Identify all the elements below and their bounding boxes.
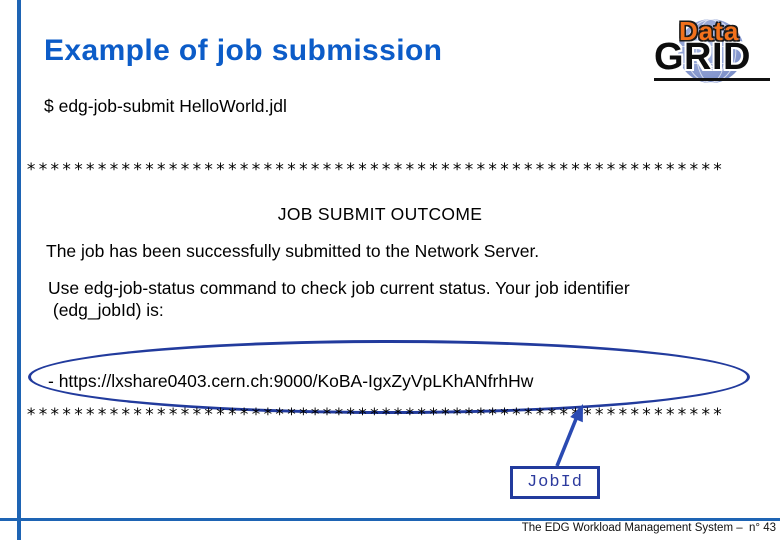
jobid-label: JobId bbox=[526, 473, 583, 492]
logo-grid-text: GRID bbox=[654, 36, 751, 78]
asterisk-separator-top: ****************************************… bbox=[26, 160, 725, 180]
globe-parallel-line bbox=[679, 45, 742, 47]
globe-parallel-line bbox=[679, 62, 742, 64]
slide-footer-text: The EDG Workload Management System – n° … bbox=[521, 522, 776, 534]
globe-icon bbox=[678, 19, 744, 83]
slide-title: Example of job submission bbox=[44, 34, 443, 67]
submission-status-text: The job has been successfully submitted … bbox=[46, 241, 540, 261]
job-submit-outcome-heading: JOB SUBMIT OUTCOME bbox=[277, 204, 483, 224]
left-border-line bbox=[17, 0, 21, 540]
highlight-ellipse bbox=[28, 340, 750, 414]
job-identifier-url: - https://lxshare0403.cern.ch:9000/KoBA-… bbox=[48, 371, 534, 391]
jobid-callout-box: JobId bbox=[510, 466, 600, 499]
terminal-command-text: $ edg-job-submit HelloWorld.jdl bbox=[44, 96, 287, 116]
datagrid-logo: GRID Data bbox=[652, 12, 778, 92]
asterisk-separator-bottom: ****************************************… bbox=[26, 405, 725, 425]
globe-meridian-line bbox=[685, 19, 737, 83]
footer-divider-line bbox=[0, 518, 780, 521]
instruction-line-2: (edg_jobId) is: bbox=[48, 299, 164, 320]
instruction-line-1: Use edg-job-status command to check job … bbox=[48, 278, 630, 298]
logo-underline bbox=[654, 78, 770, 81]
instruction-text: Use edg-job-status command to check job … bbox=[48, 278, 630, 321]
logo-data-text: Data bbox=[679, 16, 740, 46]
